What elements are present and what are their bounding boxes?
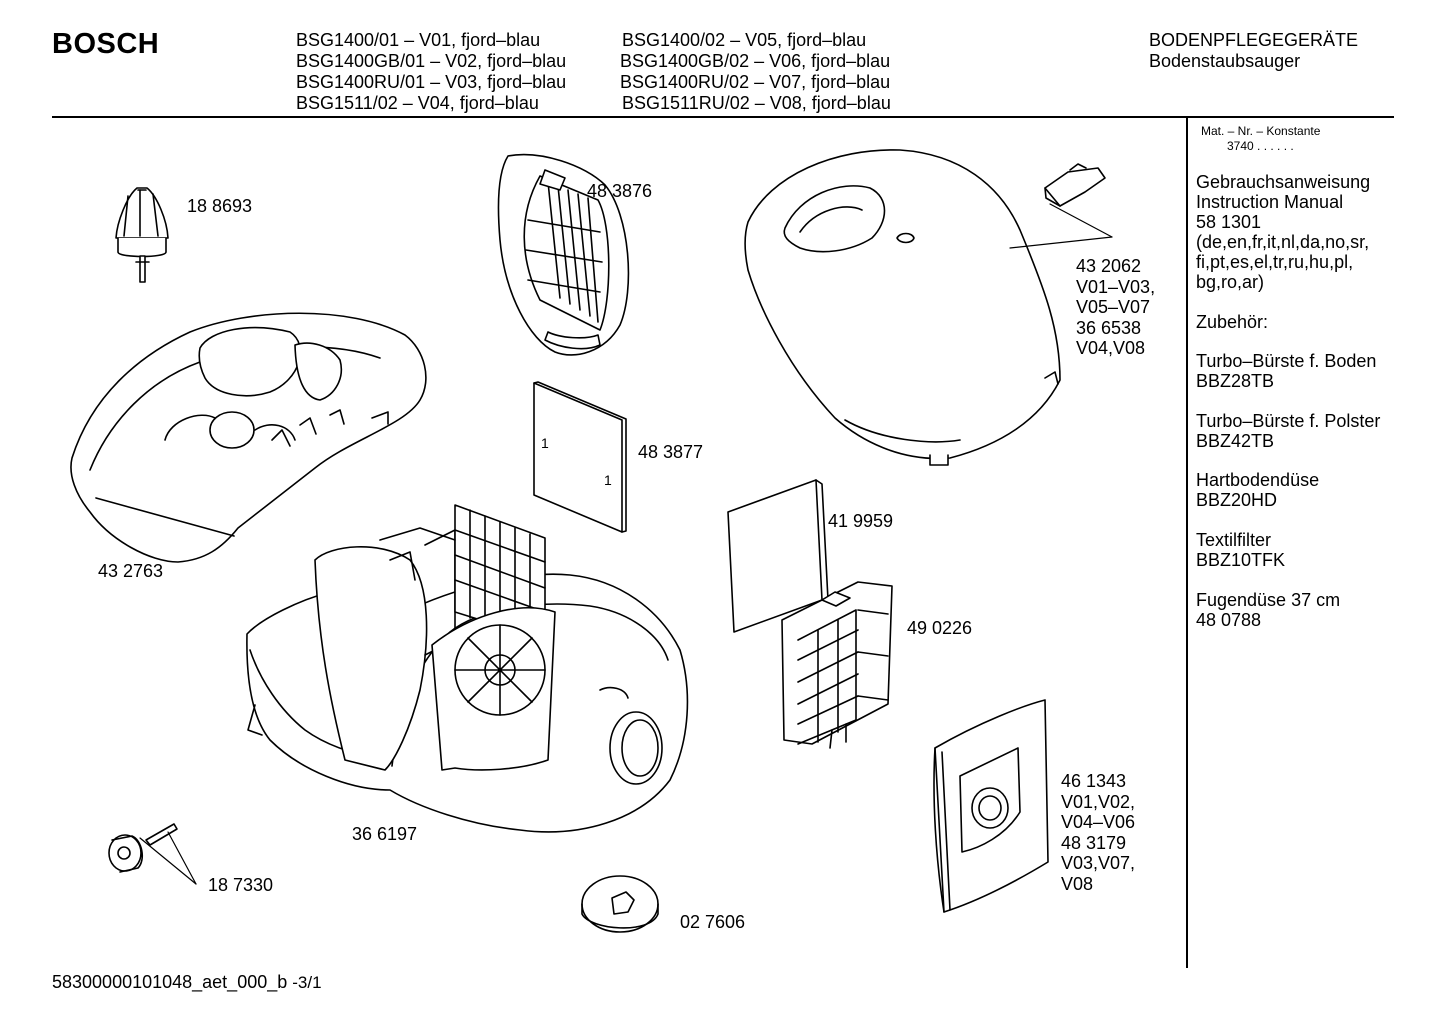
- part-cover-icon: [744, 149, 1106, 466]
- accessory-hard-floor: Hartbodendüse BBZ20HD: [1196, 470, 1319, 510]
- accessory-textile-filter: Textilfilter BBZ10TFK: [1196, 530, 1285, 570]
- accessory-name: Fugendüse 37 cm: [1196, 590, 1341, 610]
- part-knob-icon: [115, 187, 169, 283]
- part-label-432763: 43 2763: [98, 561, 164, 581]
- part-label-line: V04,V08: [1076, 338, 1146, 358]
- category-title: BODENPFLEGEGERÄTE Bodenstaubsauger: [1149, 30, 1358, 72]
- accessory-code: 48 0788: [1196, 610, 1262, 630]
- part-label-483876: 48 3876: [587, 181, 653, 201]
- manual-line: Gebrauchsanweisung: [1196, 172, 1371, 192]
- accessory-name: Textilfilter: [1196, 530, 1272, 550]
- part-label-432062: 43 2062 V01–V03, V05–V07 36 6538 V04,V08: [1076, 256, 1155, 359]
- part-dustbag-icon: [933, 699, 1049, 913]
- accessory-turbo-upholstery: Turbo–Bürste f. Polster BBZ42TB: [1196, 411, 1380, 451]
- part-label-187330: 18 7330: [208, 875, 274, 895]
- part-label-line: V01–V03,: [1076, 276, 1156, 297]
- material-value: 3740 . . . . . .: [1227, 139, 1294, 153]
- manual-line: fi,pt,es,el,tr,ru,hu,pl,: [1196, 252, 1354, 272]
- accessory-name: Turbo–Bürste f. Boden: [1196, 351, 1377, 371]
- part-label-188693: 18 8693: [187, 196, 253, 216]
- manual-line: Instruction Manual: [1196, 192, 1344, 212]
- page-number: -3/1: [292, 973, 322, 992]
- accessory-code: BBZ10TFK: [1196, 550, 1286, 570]
- model-line-8: BSG1511RU/02 – V08, fjord–blau: [622, 93, 891, 113]
- manual-line: 58 1301: [1196, 212, 1262, 232]
- filter-mark-a: 1: [541, 435, 549, 451]
- accessories-heading: Zubehör:: [1196, 312, 1269, 332]
- part-grille-icon: [497, 153, 630, 356]
- model-line-2: BSG1400GB/01 – V02, fjord–blau: [296, 51, 567, 71]
- part-label-419959: 41 9959: [828, 511, 894, 531]
- accessory-code: BBZ20HD: [1196, 490, 1278, 510]
- accessory-turbo-floor: Turbo–Bürste f. Boden BBZ28TB: [1196, 351, 1376, 391]
- manual-line: (de,en,fr,it,nl,da,no,sr,: [1196, 232, 1370, 252]
- part-label-490226: 49 0226: [907, 618, 973, 638]
- part-filter-frame-icon: [781, 581, 893, 749]
- part-label-line: V04–V06: [1061, 812, 1136, 832]
- brand-logo: BOSCH: [52, 28, 160, 60]
- material-number: Mat. – Nr. – Konstante 3740 . . . . . .: [1201, 124, 1320, 154]
- part-label-line: 43 2062: [1076, 256, 1142, 276]
- model-line-5: BSG1400/02 – V05, fjord–blau: [622, 30, 867, 50]
- part-label-line: V05–V07: [1076, 297, 1151, 317]
- header-divider: [52, 116, 1394, 118]
- accessory-crevice-nozzle: Fugendüse 37 cm 48 0788: [1196, 590, 1340, 630]
- model-line-6: BSG1400GB/02 – V06, fjord–blau: [620, 51, 891, 71]
- accessory-name: Hartbodendüse: [1196, 470, 1320, 490]
- accessory-name: Turbo–Bürste f. Polster: [1196, 411, 1381, 431]
- part-label-461343: 46 1343 V01,V02, V04–V06 48 3179 V03,V07…: [1061, 771, 1135, 894]
- part-label-line: 48 3179: [1061, 832, 1127, 853]
- part-label-483877: 48 3877: [638, 442, 704, 462]
- part-label-366197: 36 6197: [352, 824, 418, 844]
- sidebar-divider: [1186, 118, 1188, 968]
- model-line-1: BSG1400/01 – V01, fjord–blau: [296, 30, 541, 50]
- filter-mark-b: 1: [604, 472, 612, 488]
- part-label-line: 46 1343: [1061, 771, 1127, 791]
- part-label-line: V03,V07,: [1061, 853, 1136, 873]
- document-code: 58300000101048_aet_000_b -3/1: [52, 972, 322, 993]
- leader-lines: [139, 203, 1113, 885]
- manual-block: Gebrauchsanweisung Instruction Manual 58…: [1196, 172, 1370, 292]
- part-label-line: V08: [1061, 873, 1094, 894]
- manual-line: bg,ro,ar): [1196, 272, 1265, 292]
- model-line-4: BSG1511/02 – V04, fjord–blau: [296, 93, 539, 113]
- model-line-3: BSG1400RU/01 – V03, fjord–blau: [296, 72, 567, 92]
- part-label-line: 36 6538: [1076, 317, 1142, 338]
- part-wheel-icon: [108, 823, 178, 873]
- part-lid-icon: [70, 312, 427, 563]
- part-lock-icon: [581, 875, 659, 933]
- part-label-027606: 02 7606: [680, 912, 746, 932]
- subcategory-name: Bodenstaubsauger: [1149, 51, 1301, 71]
- category-name: BODENPFLEGEGERÄTE: [1149, 30, 1359, 50]
- model-line-7: BSG1400RU/02 – V07, fjord–blau: [620, 72, 891, 92]
- part-housing-icon: [246, 504, 689, 833]
- document-id: 58300000101048_aet_000_b: [52, 972, 288, 992]
- part-label-line: V01,V02,: [1061, 791, 1136, 812]
- accessory-code: BBZ28TB: [1196, 371, 1275, 391]
- part-filter-sheet-icon: [533, 381, 627, 533]
- accessory-code: BBZ42TB: [1196, 431, 1275, 451]
- material-label: Mat. – Nr. – Konstante: [1201, 124, 1321, 138]
